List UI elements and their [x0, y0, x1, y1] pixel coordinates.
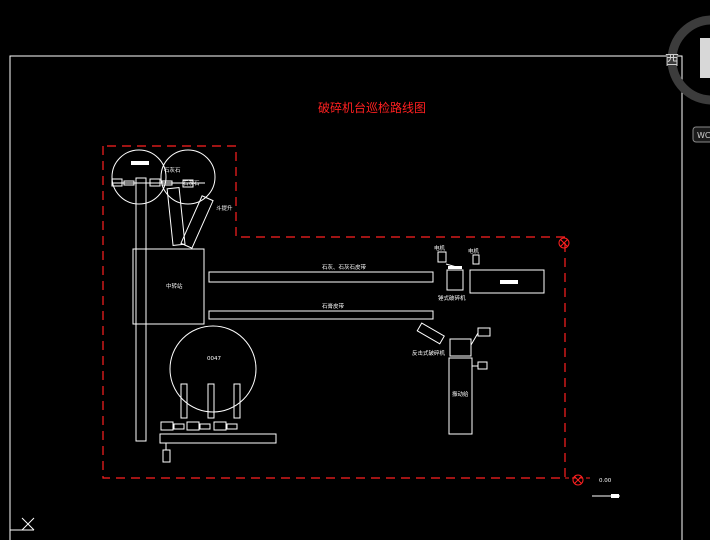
crusher-housing — [469, 269, 545, 294]
counter-crusher-shaft — [470, 332, 479, 346]
vertical-conveyor — [166, 186, 186, 247]
wcs-button[interactable] — [692, 126, 710, 143]
vertical-conveyor — [135, 177, 147, 442]
feeder-motor — [477, 361, 488, 370]
end-marker-label: 0.00 — [599, 478, 612, 484]
compass-west-label[interactable]: 西 — [665, 53, 679, 69]
silo-label-block — [131, 161, 149, 165]
vibrating-feeder — [448, 357, 473, 435]
inspection-route — [102, 145, 566, 479]
counter-crusher-motor — [477, 327, 491, 337]
lifter-label: 斗提升 — [216, 204, 233, 212]
drawing-title: 破碎机台巡检路线图 — [318, 100, 426, 115]
transfer-station-label: 中转站 — [166, 282, 183, 290]
view-cube-face[interactable] — [700, 38, 710, 78]
bottom-conveyor — [159, 433, 277, 444]
transfer-station — [132, 248, 205, 325]
hammer-crusher — [446, 269, 464, 291]
crusher-housing-label-block — [500, 280, 518, 284]
counter-crusher — [449, 338, 472, 357]
counter-crusher-chute — [416, 322, 445, 345]
motor-2 — [472, 254, 480, 265]
compass-ring[interactable] — [667, 15, 710, 105]
conveyor-belt-1 — [208, 271, 434, 283]
motor-label: 电机 — [434, 244, 446, 252]
silo-label: 石灰石 — [164, 166, 181, 174]
bucket-lifter — [180, 195, 214, 249]
silo-circle — [111, 149, 167, 205]
drawing-border — [9, 55, 683, 540]
conveyor-belt-2 — [208, 310, 434, 320]
hammer-crusher-label: 锤式破碎机 — [438, 294, 466, 302]
wcs-label[interactable]: WCS — [697, 131, 710, 140]
tank-feeders — [160, 421, 238, 431]
ucs-icon — [10, 517, 35, 531]
view-cube[interactable]: 西 WCS — [665, 15, 710, 143]
conveyor-belt-1-label: 石灰、石灰石皮带 — [322, 263, 367, 271]
route-marker-icon — [572, 474, 584, 486]
vibrating-feeder-label: 振动给 — [452, 390, 469, 398]
conveyor-belt-2-label: 石膏皮带 — [322, 302, 345, 310]
storage-tank-label: 0047 — [207, 356, 221, 362]
tank-outlets — [180, 383, 241, 419]
storage-tank — [169, 325, 257, 413]
end-marker-block — [611, 494, 619, 498]
route-marker-icon — [558, 237, 570, 249]
counter-crusher-label: 反击式破碎机 — [412, 349, 446, 357]
bottom-motor — [162, 449, 171, 463]
hammer-crusher-top — [448, 266, 462, 269]
motor-1 — [437, 251, 447, 263]
silo-circle — [160, 149, 216, 205]
motor-label: 电机 — [468, 247, 480, 255]
